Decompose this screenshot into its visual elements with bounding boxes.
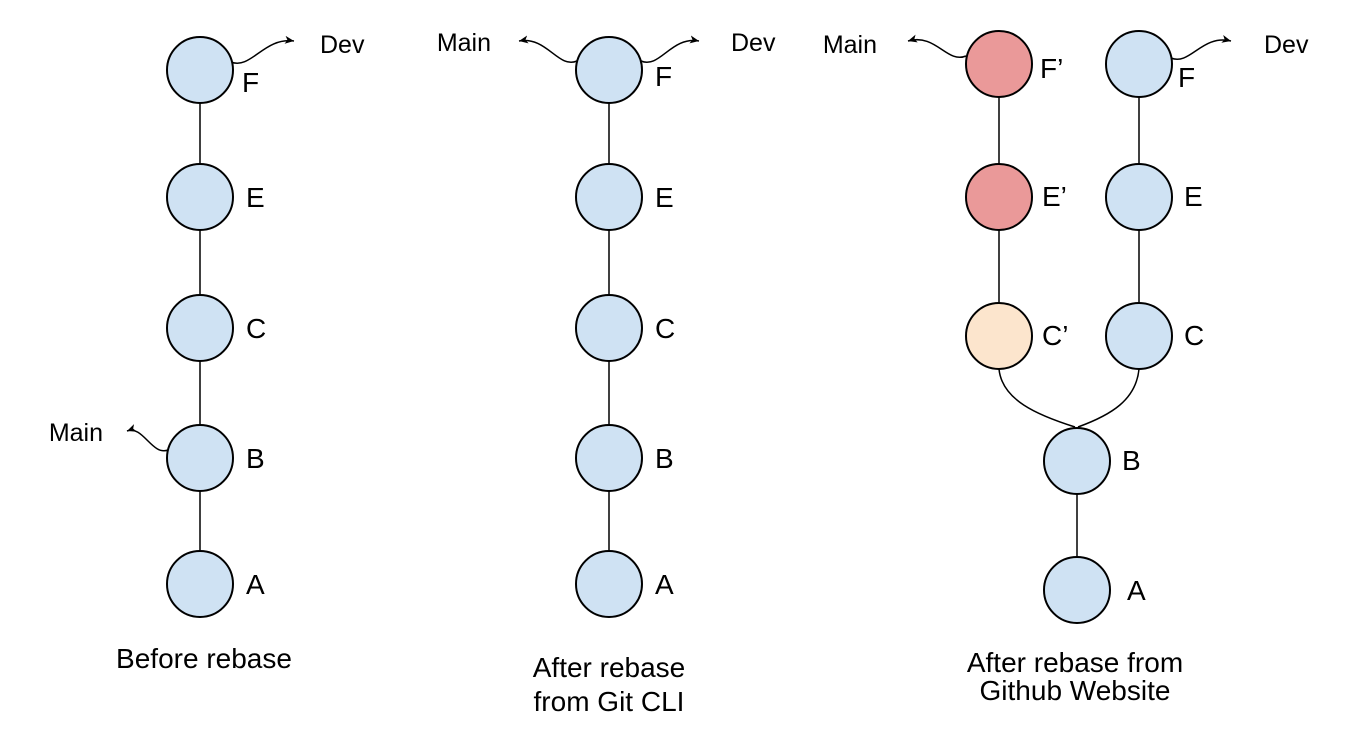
- commit-label-b: B: [1122, 445, 1141, 476]
- commit-label-e: E: [246, 182, 265, 213]
- merge-edge-left: [998, 368, 1076, 428]
- commit-label-c: C: [655, 313, 675, 344]
- panel-after-rebase-cli: Main Dev F E C B A After rebase from Git…: [437, 29, 776, 717]
- commit-node-e: [166, 163, 234, 231]
- commit-node-f: [1105, 30, 1173, 98]
- commit-node-c: [575, 294, 643, 362]
- commit-label-c-prime: C’: [1042, 320, 1068, 351]
- main-branch-arrow: [907, 34, 967, 59]
- dev-branch-arrow: [1170, 35, 1232, 61]
- dev-branch-arrow: [230, 35, 295, 64]
- merge-edge-right: [1077, 368, 1140, 428]
- commit-label-b: B: [246, 443, 265, 474]
- commit-label-e-prime: E’: [1042, 181, 1067, 212]
- panel-caption-line2: Github Website: [980, 675, 1171, 706]
- commit-node-f-prime: [965, 30, 1033, 98]
- commit-label-e: E: [655, 182, 674, 213]
- commit-label-f-prime: F’: [1040, 53, 1063, 84]
- commit-node-a: [166, 550, 234, 618]
- commit-node-b: [1043, 427, 1111, 495]
- commit-node-f: [575, 36, 643, 104]
- commit-label-e: E: [1184, 181, 1203, 212]
- dev-branch-label: Dev: [1264, 31, 1309, 59]
- main-branch-arrow: [126, 424, 169, 452]
- commit-node-b: [166, 424, 234, 492]
- commit-node-a: [1043, 556, 1111, 624]
- commit-label-c: C: [246, 313, 266, 344]
- main-branch-arrow: [518, 35, 578, 63]
- commit-label-a: A: [246, 569, 265, 600]
- commit-node-b: [575, 424, 643, 492]
- commit-label-a: A: [655, 569, 674, 600]
- commit-node-c: [1105, 302, 1173, 370]
- panel-caption: Before rebase: [116, 643, 292, 674]
- dev-branch-label: Dev: [320, 31, 365, 59]
- commit-node-c: [166, 294, 234, 362]
- commit-node-c-prime: [965, 302, 1033, 370]
- panel-caption-line1: After rebase from: [967, 647, 1183, 678]
- commit-label-f: F: [655, 61, 672, 92]
- commit-node-f: [166, 36, 234, 104]
- dev-branch-arrow: [640, 35, 700, 63]
- commit-label-c: C: [1184, 320, 1204, 351]
- panel-caption-line2: from Git CLI: [534, 686, 685, 717]
- commit-node-a: [575, 550, 643, 618]
- commit-node-e: [1105, 163, 1173, 231]
- main-branch-label: Main: [49, 419, 103, 447]
- commit-node-e: [575, 163, 643, 231]
- panel-caption-line1: After rebase: [533, 652, 686, 683]
- main-branch-label: Main: [823, 31, 877, 59]
- commit-node-e-prime: [965, 163, 1033, 231]
- commit-label-f: F: [242, 67, 259, 98]
- main-branch-label: Main: [437, 29, 491, 57]
- panel-after-rebase-github: Main Dev F’ E’ C’ F E C B A After rebase…: [823, 30, 1309, 706]
- commit-label-b: B: [655, 443, 674, 474]
- dev-branch-label: Dev: [731, 29, 776, 57]
- commit-label-f: F: [1178, 62, 1195, 93]
- panel-before-rebase: Dev Main F E C B A Before rebase: [49, 31, 365, 674]
- commit-label-a: A: [1127, 575, 1146, 606]
